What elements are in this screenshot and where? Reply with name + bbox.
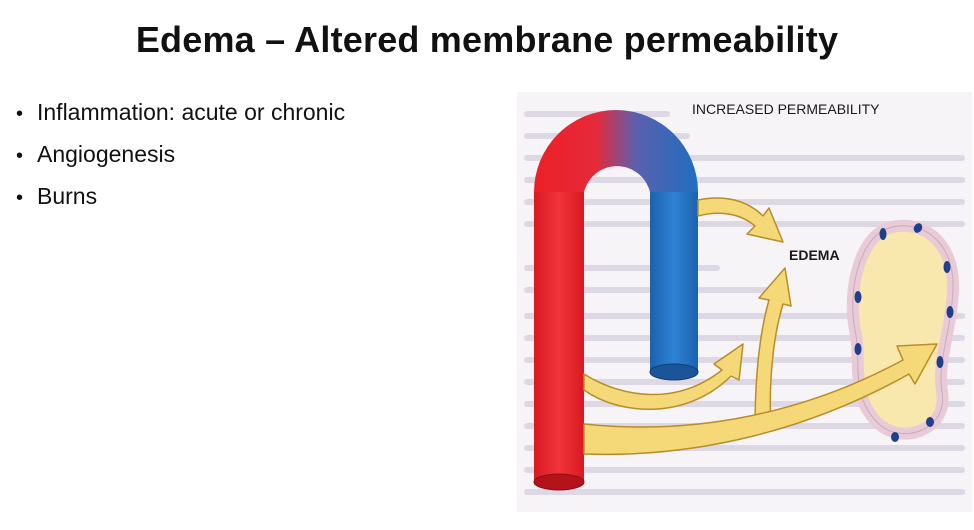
edema-diagram-svg: INCREASED PERMEABILITY EDEMA xyxy=(517,92,972,512)
rising-branch-arrow xyxy=(754,267,792,431)
edema-illustration: INCREASED PERMEABILITY EDEMA xyxy=(517,92,972,512)
bullet-list: • Inflammation: acute or chronic • Angio… xyxy=(16,92,345,218)
venous-opening xyxy=(649,363,699,381)
arterial-limb xyxy=(534,192,584,482)
lymph-drain-arrow xyxy=(583,343,938,456)
venous-limb xyxy=(650,192,698,372)
arterial-opening xyxy=(533,473,585,491)
bullet-text: Inflammation: acute or chronic xyxy=(37,99,346,125)
capillary-vessel xyxy=(533,110,699,491)
vessel-arch xyxy=(534,110,698,192)
bullet-dot-icon: • xyxy=(16,187,24,209)
edema-label: EDEMA xyxy=(789,247,840,263)
endothelial-nuclei xyxy=(854,223,954,442)
bullet-item: • Burns xyxy=(16,176,345,218)
lymphatic-wall xyxy=(846,219,960,440)
upper-leak-arrow xyxy=(697,197,784,243)
lymphatic-vessel xyxy=(846,219,960,442)
bullet-text: Burns xyxy=(37,183,98,209)
slide-title: Edema – Altered membrane permeability xyxy=(135,19,839,60)
bullet-dot-icon: • xyxy=(16,145,24,167)
bullet-item: • Angiogenesis xyxy=(16,134,345,176)
lower-leak-arrow xyxy=(583,343,744,410)
lymphatic-outline xyxy=(852,225,954,435)
fluid-arrows xyxy=(583,197,938,456)
bullet-text: Angiogenesis xyxy=(37,141,176,167)
bullet-dot-icon: • xyxy=(16,103,24,125)
permeability-label: INCREASED PERMEABILITY xyxy=(692,101,880,117)
bullet-item: • Inflammation: acute or chronic xyxy=(16,92,345,134)
